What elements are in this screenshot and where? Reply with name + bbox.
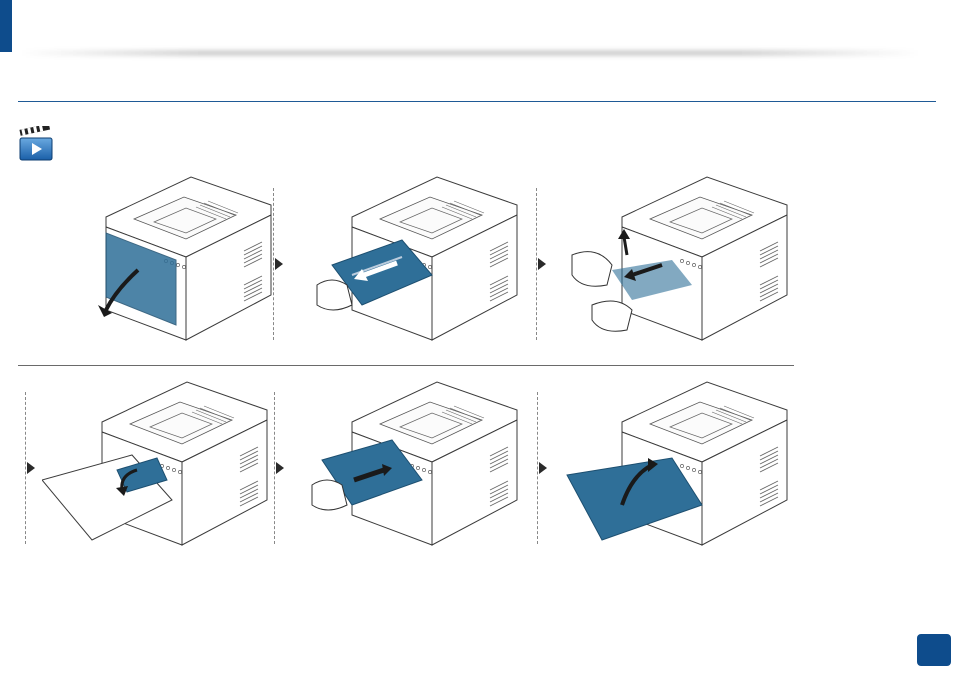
section-rule (18, 101, 936, 102)
step-1-open-front-cover (46, 175, 286, 345)
step-3-pull-jammed-paper (552, 175, 792, 345)
step-arrow-icon (276, 462, 284, 474)
step-6-close-front-cover (552, 380, 792, 550)
step-arrow-icon (538, 258, 546, 270)
page-number-badge (917, 634, 951, 666)
step-2-remove-toner-cartridge (292, 175, 532, 345)
step-arrow-icon (275, 258, 283, 270)
step-arrow-icon (539, 462, 547, 474)
step-separator (273, 188, 274, 340)
step-separator (25, 392, 26, 544)
step-4-insert-toner-cartridge (42, 380, 282, 550)
header-accent-tab (0, 0, 12, 52)
step-separator (274, 392, 275, 544)
step-5-push-toner-cartridge (292, 380, 532, 550)
step-separator (537, 392, 538, 544)
step-separator (536, 188, 537, 340)
row-divider (18, 365, 794, 366)
video-play-icon[interactable] (18, 126, 54, 162)
header-divider (20, 50, 920, 56)
step-arrow-icon (27, 462, 35, 474)
